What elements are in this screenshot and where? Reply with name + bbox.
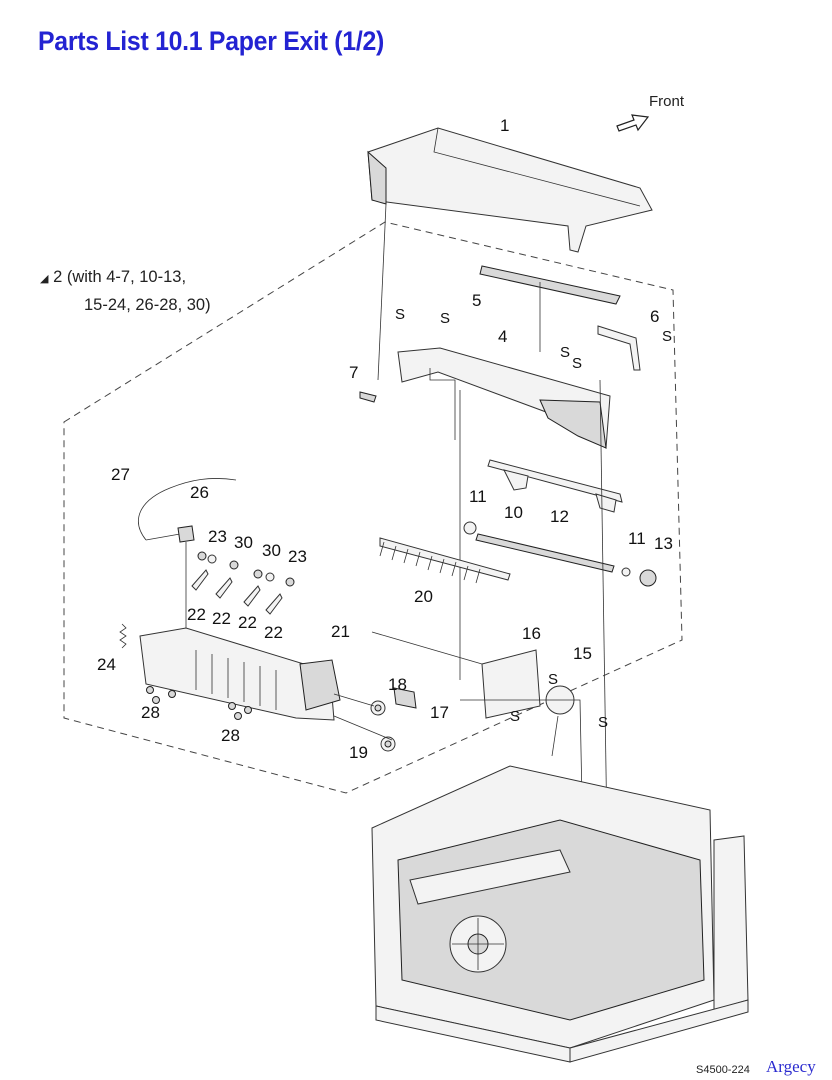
screw-mark: S bbox=[598, 714, 608, 731]
part-5-strip bbox=[479, 265, 621, 352]
callout-27: 27 bbox=[111, 465, 130, 484]
callout-12: 12 bbox=[550, 507, 569, 526]
screw-mark: S bbox=[548, 671, 558, 688]
part-1-exit-cover bbox=[367, 127, 653, 381]
callout-23a: 23 bbox=[208, 527, 227, 546]
screw-mark: S bbox=[440, 310, 450, 327]
callout-23b: 23 bbox=[288, 547, 307, 566]
part-16-bracket bbox=[371, 631, 541, 719]
part-27-cable bbox=[138, 478, 237, 541]
part-24-spring bbox=[119, 623, 127, 649]
part-6-bracket bbox=[597, 325, 641, 371]
assembly-note-text-1: 2 (with 4-7, 10-13, bbox=[53, 268, 187, 286]
callout-30b: 30 bbox=[262, 541, 281, 560]
callout-22d: 22 bbox=[264, 623, 283, 642]
callout-26: 26 bbox=[190, 483, 209, 502]
callout-30a: 30 bbox=[234, 533, 253, 552]
page-title: Parts List 10.1 Paper Exit (1/2) bbox=[38, 26, 384, 56]
part-23-30-rollers bbox=[197, 551, 295, 587]
printer-body bbox=[371, 765, 749, 1063]
part-20-comb-guide bbox=[379, 537, 511, 584]
callout-4: 4 bbox=[498, 327, 507, 346]
callout-6: 6 bbox=[650, 307, 659, 326]
assembly-note: ◢ 2 (with 4-7, 10-13, 15-24, 26-28, 30) bbox=[40, 264, 211, 318]
callout-20: 20 bbox=[414, 587, 433, 606]
triangle-marker-icon: ◢ bbox=[40, 273, 49, 285]
callout-11b: 11 bbox=[628, 529, 646, 548]
callout-22c: 22 bbox=[238, 613, 257, 632]
screw-mark: S bbox=[395, 306, 405, 323]
part-10-guide bbox=[487, 459, 623, 513]
screw-mark: S bbox=[572, 355, 582, 372]
callout-10: 10 bbox=[504, 503, 523, 522]
callout-21: 21 bbox=[331, 622, 350, 641]
screw-mark: S bbox=[662, 328, 672, 345]
callout-22a: 22 bbox=[187, 605, 206, 624]
front-direction-label: Front bbox=[649, 93, 685, 110]
callout-16: 16 bbox=[522, 624, 541, 643]
part-12-roller-shaft bbox=[463, 521, 657, 587]
assembly-note-line-2: 15-24, 26-28, 30) bbox=[84, 296, 211, 314]
part-17-18-19-gears bbox=[333, 687, 417, 752]
brand-logo-text: Argecy bbox=[766, 1057, 816, 1076]
part-28-screws bbox=[146, 686, 252, 720]
front-arrow-icon bbox=[616, 114, 650, 132]
callout-labels: 1 4 5 6 7 10 11 11 12 13 15 16 17 18 19 … bbox=[97, 116, 673, 762]
callout-28b: 28 bbox=[221, 726, 240, 745]
callout-7: 7 bbox=[349, 363, 358, 382]
document-code: S4500-224 bbox=[696, 1064, 750, 1076]
part-4-frame bbox=[397, 347, 611, 680]
part-26-sensor bbox=[177, 525, 195, 640]
part-15-motor bbox=[545, 685, 575, 757]
callout-5: 5 bbox=[472, 291, 481, 310]
screw-mark: S bbox=[560, 344, 570, 361]
callout-28a: 28 bbox=[141, 703, 160, 722]
callout-18: 18 bbox=[388, 675, 407, 694]
screw-markers: S S S S S S S S bbox=[395, 306, 672, 731]
callout-15: 15 bbox=[573, 644, 592, 663]
part-7-lever bbox=[359, 391, 377, 403]
part-22-actuators bbox=[191, 569, 283, 615]
callout-17: 17 bbox=[430, 703, 449, 722]
callout-11a: 11 bbox=[469, 487, 487, 506]
screw-mark: S bbox=[510, 708, 520, 725]
callout-22b: 22 bbox=[212, 609, 231, 628]
callout-1: 1 bbox=[500, 116, 509, 135]
callout-13: 13 bbox=[654, 534, 673, 553]
callout-19: 19 bbox=[349, 743, 368, 762]
callout-24: 24 bbox=[97, 655, 116, 674]
assembly-note-line-1: ◢ 2 (with 4-7, 10-13, bbox=[40, 264, 211, 292]
part-21-exit-chute bbox=[139, 627, 341, 721]
